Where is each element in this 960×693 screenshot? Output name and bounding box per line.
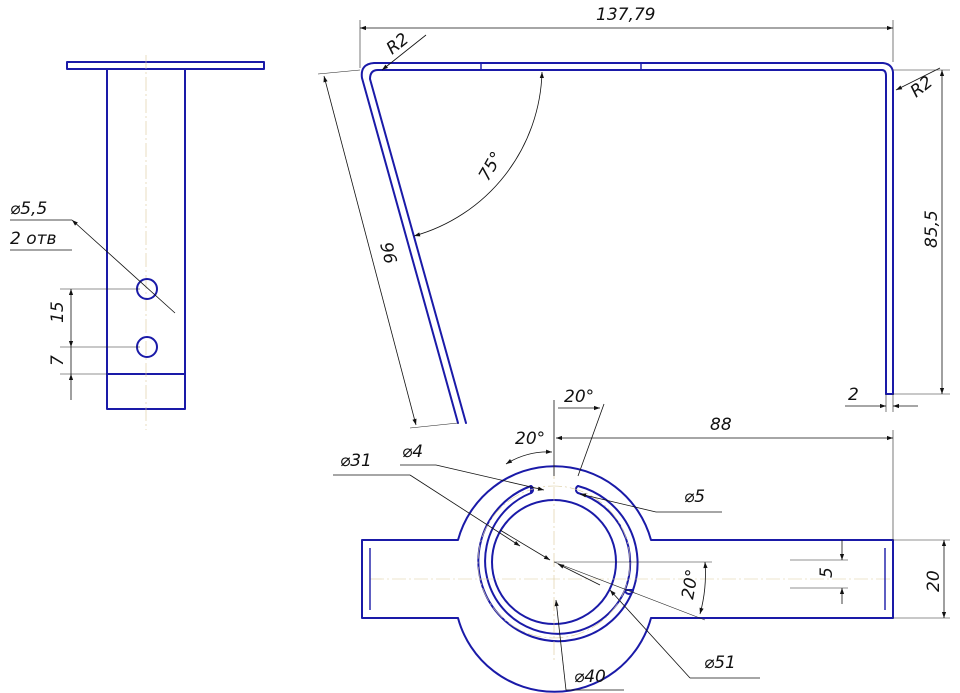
label-strip-width: 20: [924, 570, 944, 592]
ext-angle-top-right: [577, 403, 605, 477]
side-flange: [66, 61, 265, 70]
top-view: 20° 20° 88 ⌀31 ⌀4 ⌀5 5 20: [333, 387, 950, 693]
label-dia4: ⌀4: [402, 442, 423, 462]
label-dim-15: 15: [48, 301, 68, 323]
label-radius-right: R2: [907, 72, 937, 102]
top-slot-end-bottom: [624, 589, 634, 595]
leader-dia40: [554, 599, 567, 691]
ext-angle-side-bottom: [553, 561, 706, 621]
label-angle: 75°: [475, 148, 507, 184]
label-dia40: ⌀40: [574, 667, 606, 687]
label-angle-side: 20°: [678, 568, 703, 601]
side-view: ⌀5,5 2 отв 15 7: [10, 55, 265, 430]
front-profile-inner: [369, 69, 887, 424]
leader-dia5: [579, 493, 657, 513]
label-dia5: ⌀5: [684, 487, 705, 507]
leader-radius-right: [895, 67, 941, 91]
label-dia31: ⌀31: [340, 451, 372, 471]
hole-leader-diagonal: [71, 219, 176, 314]
leader-dia51: [609, 589, 691, 679]
leader-center-left: [499, 529, 551, 561]
label-length: 88: [710, 415, 732, 435]
label-height: 85,5: [922, 210, 942, 248]
label-leg: 96: [375, 240, 400, 266]
top-slot: [477, 485, 634, 643]
label-offset: 5: [817, 567, 837, 578]
label-hole-count: 2 отв: [10, 229, 57, 249]
label-radius-left: R2: [383, 29, 413, 59]
ext-leg-top: [317, 69, 361, 75]
top-slot-end-left: [530, 485, 535, 494]
leader-center-right: [557, 563, 601, 586]
dim-line-leg: [323, 75, 417, 426]
label-thickness: 2: [848, 385, 859, 405]
front-view: 137,79 R2 R2 75° 96 85,5 2: [317, 5, 950, 429]
dim-arc-angle: [413, 71, 544, 237]
ext-leg-bottom: [409, 422, 459, 429]
leader-radius-left: [381, 34, 427, 71]
label-hole-dia: ⌀5,5: [10, 199, 47, 219]
leader-dia4: [435, 464, 545, 491]
top-slot-outer-right: [577, 485, 639, 591]
top-slot-inner-right: [577, 492, 632, 591]
dim-angle-mid: [505, 449, 553, 465]
label-dia51: ⌀51: [704, 653, 736, 673]
leader-dia31: [409, 474, 521, 547]
label-dim-7: 7: [48, 355, 68, 366]
label-angle-mid: 20°: [515, 429, 545, 449]
label-width: 137,79: [596, 5, 655, 25]
front-profile-outer: [360, 62, 894, 424]
dim-angle-side: [699, 561, 708, 615]
label-angle-top: 20°: [564, 387, 594, 407]
